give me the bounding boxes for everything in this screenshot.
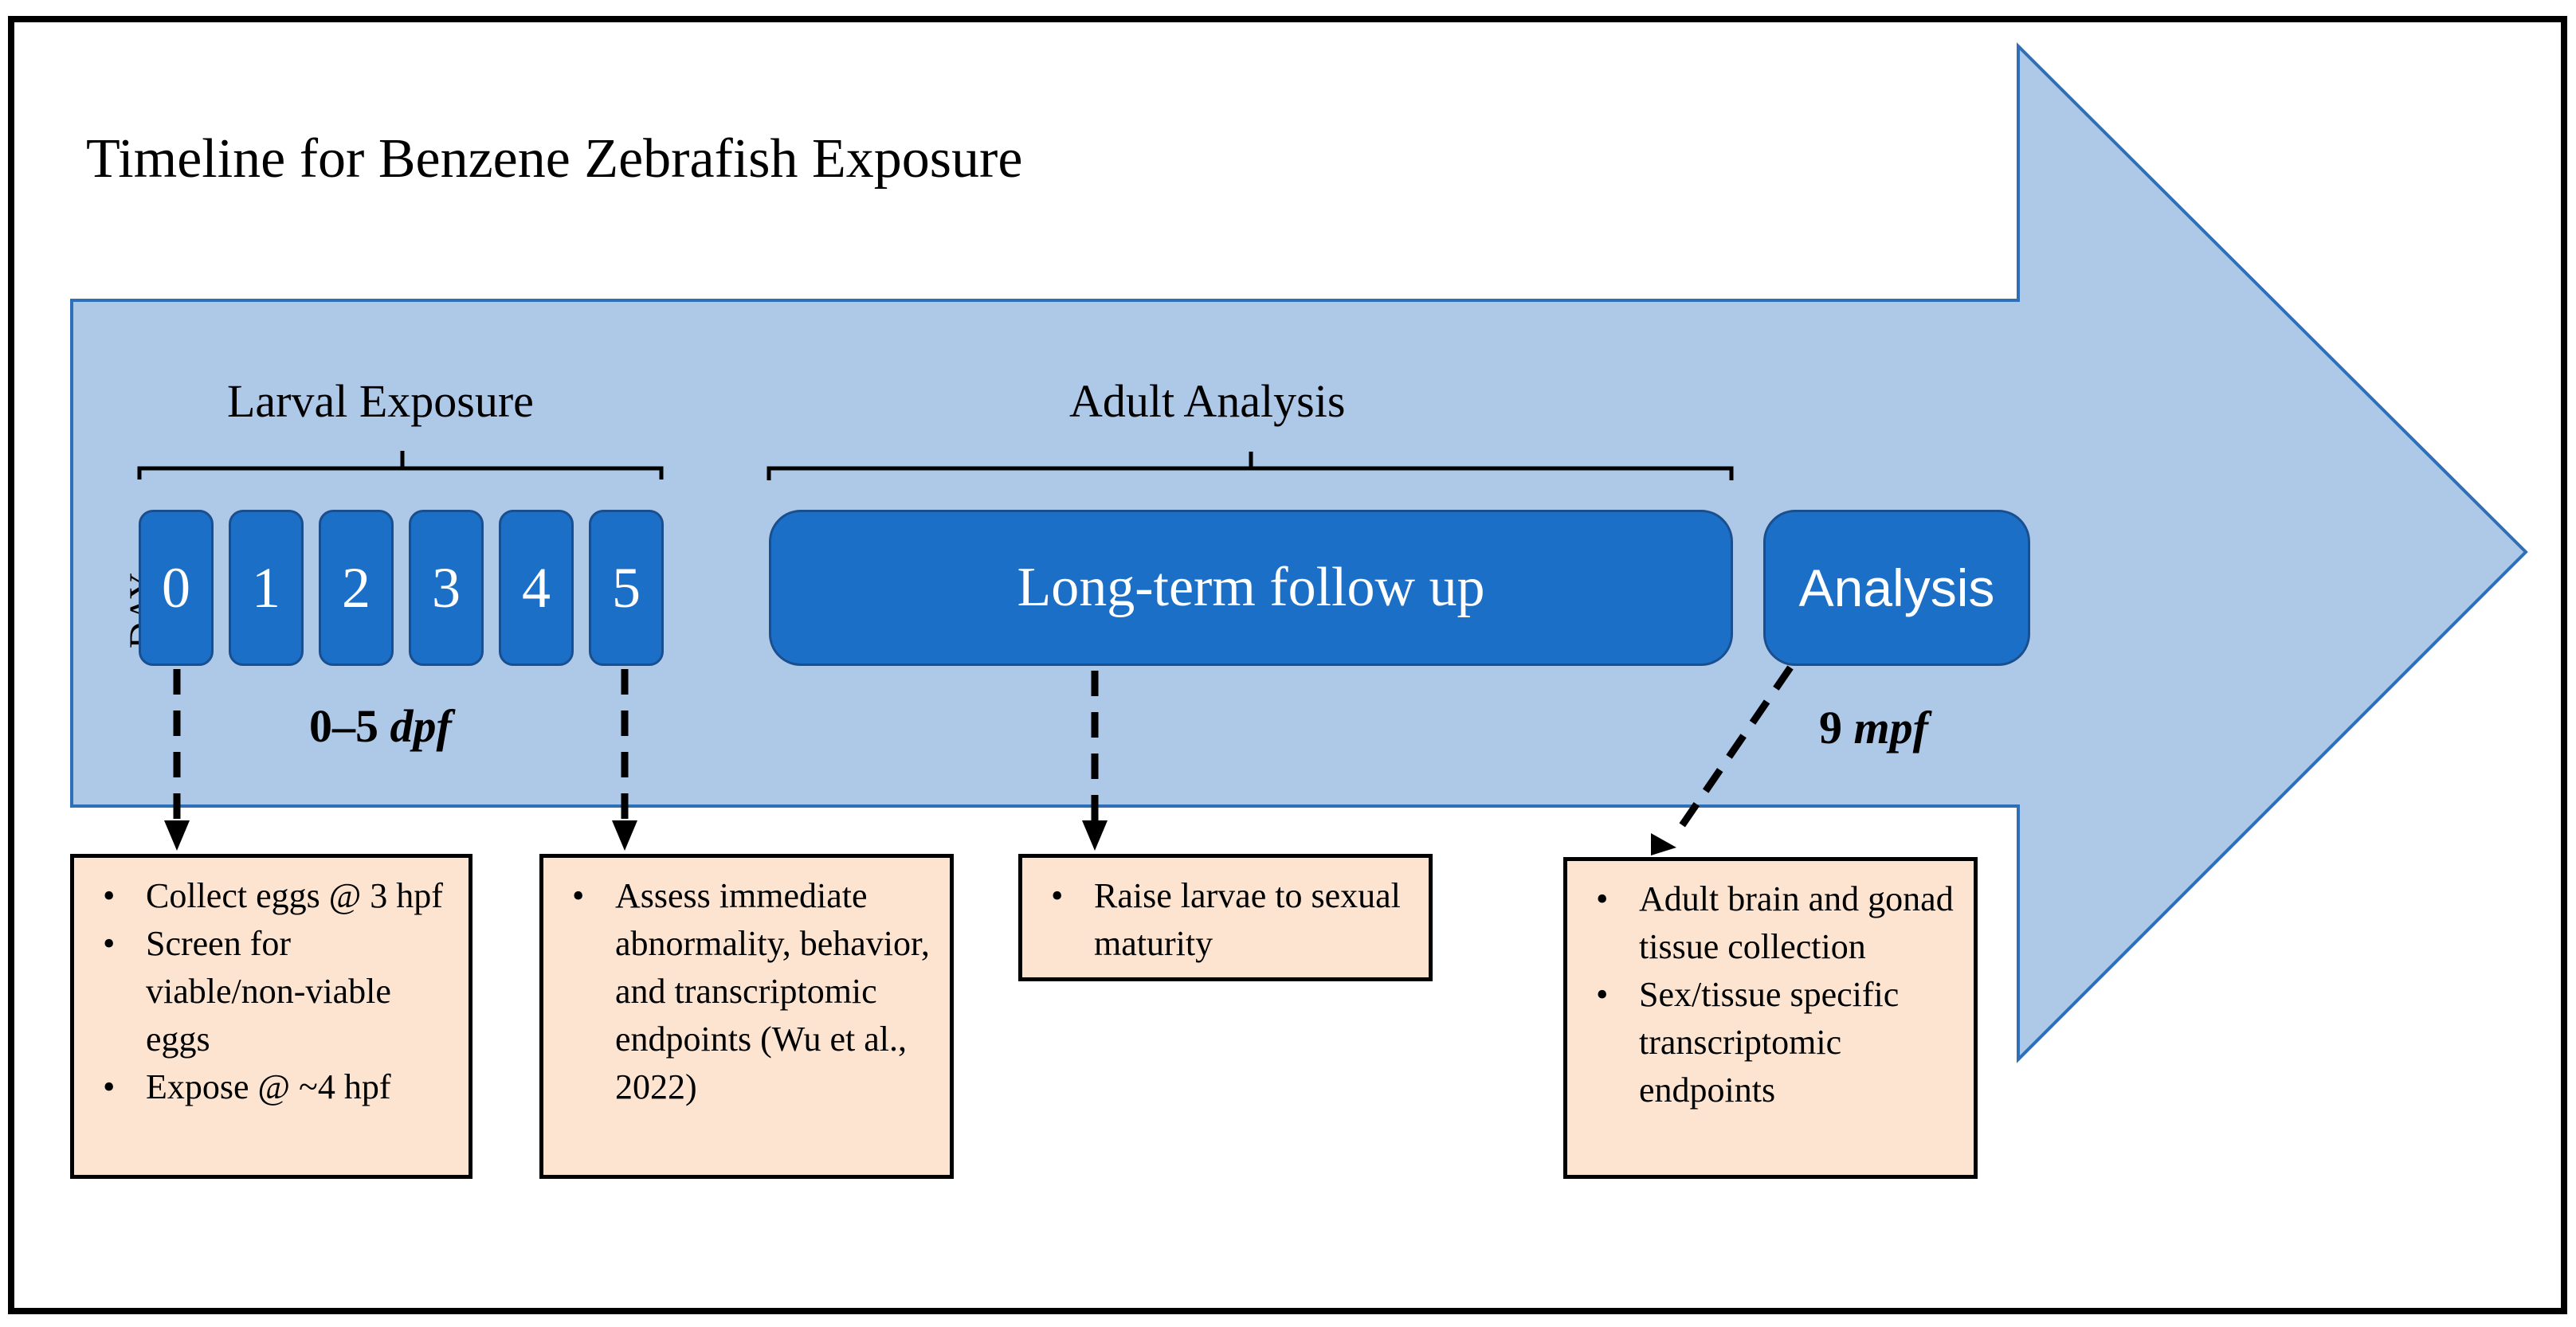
- long-term-followup-box: Long-term follow up: [769, 510, 1733, 666]
- day-box-4: 4: [499, 510, 574, 666]
- note-larval-end-list: Assess immediate abnormality, behavior, …: [558, 872, 932, 1111]
- adult-time-label: 9 mpf: [1819, 701, 1928, 754]
- day-box-1: 1: [229, 510, 304, 666]
- note-adult-analysis-list: Adult brain and gonad tissue collection …: [1582, 875, 1956, 1114]
- note-item: Expose @ ~4 hpf: [88, 1063, 451, 1111]
- note-item: Collect eggs @ 3 hpf: [88, 872, 451, 920]
- day-box-2: 2: [319, 510, 394, 666]
- larval-duration-range: 0–5: [309, 700, 378, 752]
- dashed-connectors: [173, 665, 1794, 835]
- larval-bracket: [137, 451, 664, 480]
- adult-bracket: [767, 452, 1734, 480]
- day-box-0: 0: [139, 510, 214, 666]
- connector-arrowheads: [164, 820, 1676, 855]
- analysis-box: Analysis: [1763, 510, 2030, 666]
- note-item: Screen for viable/non-viable eggs: [88, 920, 451, 1063]
- note-adult-analysis: Adult brain and gonad tissue collection …: [1563, 857, 1978, 1179]
- connector-analysis: [1674, 665, 1794, 835]
- figure-title: Timeline for Benzene Zebrafish Exposure: [86, 128, 1023, 190]
- adult-time-value: 9: [1819, 702, 1842, 754]
- note-item: Adult brain and gonad tissue collection: [1582, 875, 1956, 971]
- adult-analysis-label: Adult Analysis: [1069, 375, 1346, 427]
- adult-time-unit: mpf: [1853, 702, 1928, 754]
- day-box-3: 3: [409, 510, 484, 666]
- note-larval-end: Assess immediate abnormality, behavior, …: [539, 854, 954, 1179]
- note-item: Raise larvae to sexual maturity: [1037, 872, 1411, 968]
- note-item: Sex/tissue specific transcriptomic endpo…: [1582, 971, 1956, 1114]
- note-larval-start: Collect eggs @ 3 hpf Screen for viable/n…: [70, 854, 472, 1179]
- larval-duration-label: 0–5 dpf: [309, 699, 452, 753]
- note-item: Assess immediate abnormality, behavior, …: [558, 872, 932, 1111]
- note-followup-list: Raise larvae to sexual maturity: [1037, 872, 1411, 968]
- note-larval-start-list: Collect eggs @ 3 hpf Screen for viable/n…: [88, 872, 451, 1111]
- day-box-5: 5: [589, 510, 664, 666]
- note-followup: Raise larvae to sexual maturity: [1018, 854, 1433, 981]
- larval-exposure-label: Larval Exposure: [227, 375, 534, 427]
- larval-duration-unit: dpf: [390, 700, 452, 752]
